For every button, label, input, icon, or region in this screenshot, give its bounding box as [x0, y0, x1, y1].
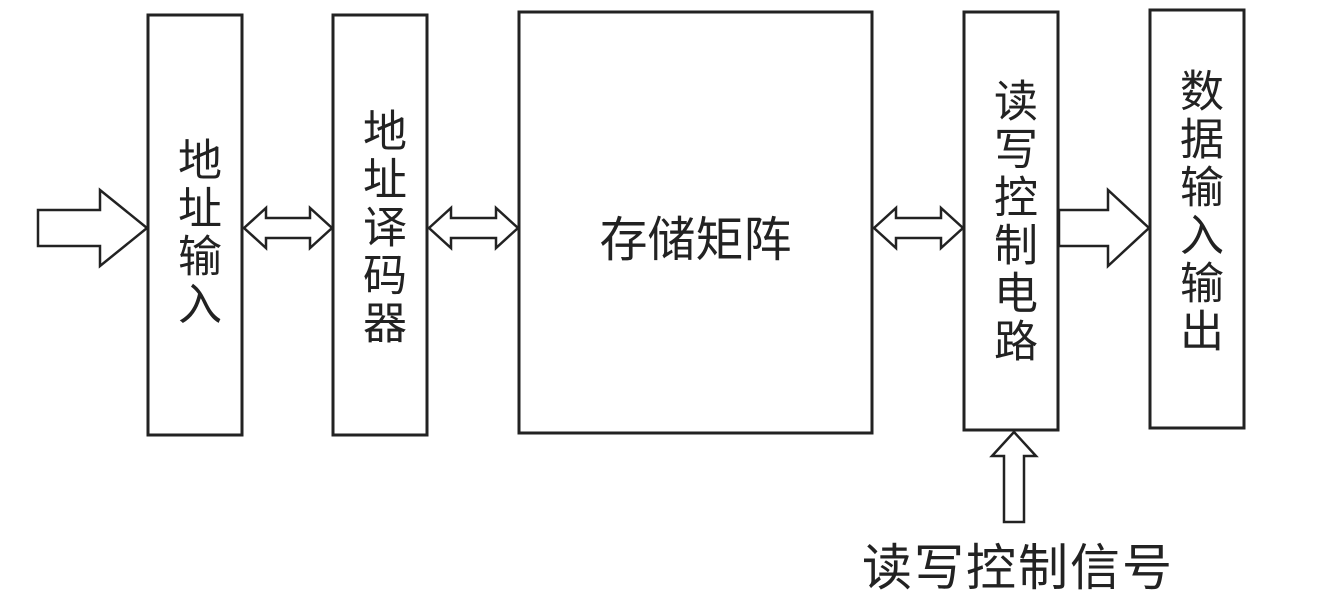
- rw-control-signal-label: 读写控制信号: [862, 539, 1174, 597]
- storage-matrix-box: [517, 10, 874, 435]
- rw-control-label: 读写控制电路: [986, 78, 1037, 366]
- input-arrow: [36, 187, 149, 269]
- address-input-label: 地址输入: [170, 137, 221, 329]
- address-decoder-label: 地址译码器: [355, 108, 406, 348]
- data-io-label-box: 数据输入输出: [1150, 68, 1244, 356]
- address-decoder-label-box: 地址译码器: [333, 108, 427, 348]
- rw-control-label-box: 读写控制电路: [964, 78, 1058, 366]
- data-io-box: [1148, 8, 1246, 430]
- double-arrow-1: [242, 205, 334, 251]
- address-input-box: [146, 13, 244, 437]
- address-decoder-box: [331, 13, 429, 437]
- double-arrow-2: [427, 205, 520, 251]
- data-io-label: 数据输入输出: [1172, 68, 1223, 356]
- double-arrow-3: [872, 205, 965, 251]
- address-input-label-box: 地址输入: [148, 137, 242, 329]
- output-arrow: [1057, 187, 1151, 269]
- control-signal-arrow: [989, 430, 1039, 524]
- storage-matrix-label: 存储矩阵: [599, 212, 792, 268]
